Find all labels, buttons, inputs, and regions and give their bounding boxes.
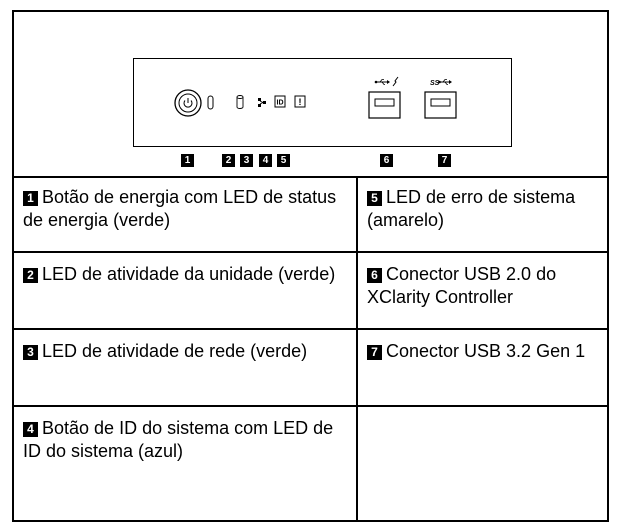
system-error-led-icon: !	[294, 95, 306, 108]
callout-4: 4	[259, 154, 272, 167]
item-description: LED de atividade de rede (verde)	[42, 341, 308, 361]
item-description: LED de erro de sistema (amarelo)	[367, 187, 576, 230]
front-panel-figure-table: ID !	[12, 10, 609, 522]
drive-activity-icon	[236, 95, 244, 109]
table-cell: 2 LED de atividade da unidade (verde)	[14, 253, 358, 328]
callout-badge: 7	[367, 345, 382, 360]
item-description: Conector USB 2.0 do XClarity Controller	[367, 264, 557, 307]
item-description: LED de atividade da unidade (verde)	[42, 264, 336, 284]
callout-badge: 6	[367, 268, 382, 283]
id-button-icon[interactable]: ID	[274, 95, 286, 108]
callout-badge: 1	[23, 191, 38, 206]
usb-xclarity-icon	[374, 76, 399, 87]
usb3-port[interactable]: SS	[424, 79, 457, 119]
usb-xclarity-port[interactable]	[368, 76, 401, 119]
usb3-ss-icon: SS	[430, 79, 452, 87]
callout-7: 7	[438, 154, 451, 167]
item-description: Botão de ID do sistema com LED de ID do …	[23, 418, 334, 461]
power-led	[207, 95, 214, 110]
callout-2: 2	[222, 154, 235, 167]
item-description: Conector USB 3.2 Gen 1	[386, 341, 586, 361]
table-row: 3 LED de atividade de rede (verde) 7 Conec…	[14, 330, 607, 407]
callout-badge: 3	[23, 345, 38, 360]
table-cell: 7 Conector USB 3.2 Gen 1	[358, 330, 607, 405]
callout-badge: 4	[23, 422, 38, 437]
callout-badge: 5	[367, 191, 382, 206]
svg-text:SS: SS	[430, 80, 440, 87]
item-description: Botão de energia com LED de status de en…	[23, 187, 337, 230]
svg-text:ID: ID	[277, 100, 284, 107]
svg-text:!: !	[299, 97, 302, 107]
callout-1: 1	[181, 154, 194, 167]
front-operator-panel: ID !	[133, 58, 512, 147]
callout-badge: 2	[23, 268, 38, 283]
callout-5: 5	[277, 154, 290, 167]
table-cell-empty	[358, 407, 607, 520]
network-activity-icon	[258, 98, 266, 107]
table-cell: 3 LED de atividade de rede (verde)	[14, 330, 358, 405]
callout-6: 6	[380, 154, 393, 167]
front-panel-illustration: ID !	[14, 12, 607, 178]
callout-3: 3	[240, 154, 253, 167]
power-button-icon[interactable]	[174, 89, 202, 117]
